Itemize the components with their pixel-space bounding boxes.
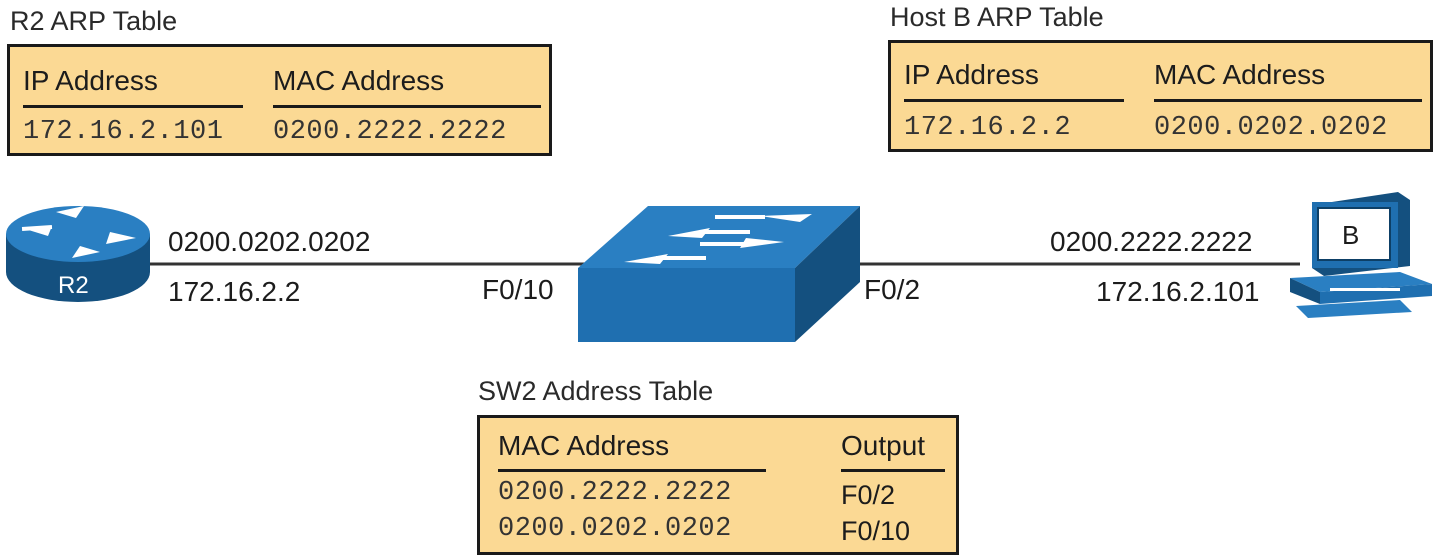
- hostb-arp-col-mac: MAC Address: [1154, 59, 1326, 90]
- router-icon: [6, 206, 150, 302]
- sw2-row1-output: F0/2: [841, 480, 896, 510]
- hostb-arp-table: IP Address MAC Address 172.16.2.2 0200.0…: [888, 40, 1433, 152]
- sw2-col-mac: MAC Address: [498, 430, 670, 461]
- hostb-arp-col-ip: IP Address: [904, 59, 1039, 90]
- host-mac: 0200.2222.2222: [1050, 226, 1253, 257]
- sw2-address-table: MAC Address Output 0200.2222.2222 F0/2 0…: [477, 415, 959, 555]
- host-ip: 172.16.2.101: [1096, 276, 1260, 307]
- hostb-arp-row-ip: 172.16.2.2: [904, 113, 1072, 143]
- router-mac: 0200.0202.0202: [168, 226, 371, 257]
- switch-port-left: F0/10: [482, 274, 554, 305]
- sw2-row2-output: F0/10: [841, 516, 911, 546]
- router-ip: 172.16.2.2: [168, 276, 301, 307]
- router-name: R2: [58, 272, 89, 299]
- sw2-table-title: SW2 Address Table: [478, 376, 714, 406]
- switch-port-right: F0/2: [864, 274, 921, 305]
- r2-arp-table-title: R2 ARP Table: [10, 6, 178, 36]
- hostb-arp-rule-mac: [1154, 99, 1422, 102]
- r2-arp-row-mac: 0200.2222.2222: [273, 117, 507, 147]
- r2-arp-col-mac: MAC Address: [273, 65, 445, 96]
- hostb-arp-rule-ip: [904, 99, 1124, 102]
- r2-arp-table: IP Address MAC Address 172.16.2.101 0200…: [7, 44, 552, 156]
- host-name: B: [1342, 220, 1360, 250]
- sw2-row1-mac: 0200.2222.2222: [498, 478, 732, 508]
- hostb-arp-table-title: Host B ARP Table: [890, 2, 1104, 32]
- r2-arp-rule-ip: [23, 105, 243, 108]
- switch-icon: [578, 206, 860, 342]
- r2-arp-row-ip: 172.16.2.101: [23, 117, 224, 147]
- sw2-row2-mac: 0200.0202.0202: [498, 514, 732, 544]
- sw2-rule-output: [841, 469, 945, 472]
- sw2-col-output: Output: [841, 430, 926, 461]
- r2-arp-col-ip: IP Address: [23, 65, 158, 96]
- r2-arp-rule-mac: [273, 105, 541, 108]
- sw2-rule-mac: [498, 469, 766, 472]
- hostb-arp-row-mac: 0200.0202.0202: [1154, 113, 1388, 143]
- pc-icon: [1290, 192, 1432, 318]
